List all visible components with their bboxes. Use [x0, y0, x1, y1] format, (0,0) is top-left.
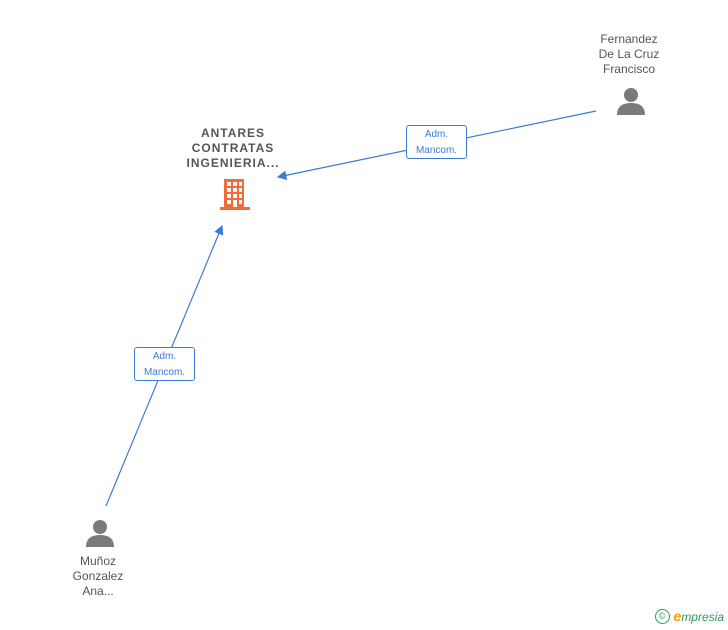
relation-label: Mancom.	[143, 367, 186, 378]
company-name[interactable]: ANTARES CONTRATAS INGENIERIA...	[170, 126, 296, 171]
copyright-icon: ©	[654, 608, 670, 624]
person-name-munoz[interactable]: Muñoz Gonzalez Ana...	[50, 554, 146, 599]
person-icon[interactable]	[615, 86, 647, 116]
person-name-line: De La Cruz	[598, 47, 660, 61]
company-name-line: INGENIERIA...	[186, 156, 280, 170]
building-icon[interactable]	[219, 177, 251, 211]
relation-badge-munoz[interactable]: Adm. Mancom.	[134, 347, 195, 381]
person-name-line: Francisco	[602, 62, 655, 76]
person-name-fernandez[interactable]: Fernandez De La Cruz Francisco	[580, 32, 678, 77]
person-name-line: Muñoz	[79, 554, 117, 568]
person-name-line: Fernandez	[600, 32, 658, 46]
relation-badge-fernandez[interactable]: Adm. Mancom.	[406, 125, 467, 159]
company-name-line: CONTRATAS	[191, 141, 275, 155]
person-icon[interactable]	[84, 518, 116, 548]
brand-name: empresia	[673, 608, 724, 624]
relation-label: Adm.	[424, 129, 449, 140]
relation-label: Mancom.	[415, 145, 458, 156]
person-name-line: Ana...	[82, 584, 114, 598]
relation-label: Adm.	[152, 351, 177, 362]
brand-watermark: © empresia	[654, 608, 724, 624]
person-name-line: Gonzalez	[72, 569, 124, 583]
company-name-line: ANTARES	[200, 126, 266, 140]
